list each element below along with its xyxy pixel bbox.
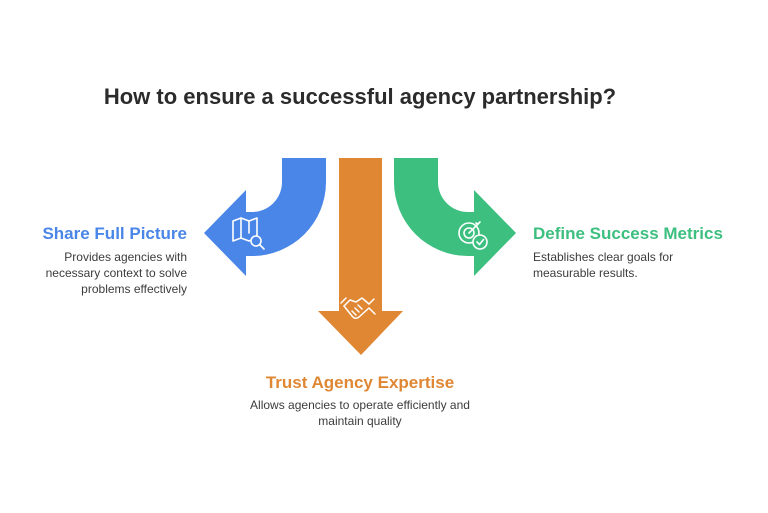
share-full-picture-heading: Share Full Picture: [42, 224, 187, 243]
arrow-down: [318, 158, 403, 355]
arrow-left: [204, 158, 326, 276]
handshake-icon: [340, 297, 376, 320]
define-success-metrics-heading: Define Success Metrics: [533, 224, 723, 243]
target-check-icon: [458, 221, 488, 250]
page-title: How to ensure a successful agency partne…: [103, 84, 617, 109]
map-search-icon: [232, 217, 265, 250]
trust-agency-expertise-description: Allows agencies to operate efficiently a…: [250, 398, 470, 428]
trust-agency-expertise-heading: Trust Agency Expertise: [265, 373, 455, 392]
arrow-right: [394, 158, 516, 276]
define-success-metrics-description: Establishes clear goals for measurable r…: [533, 250, 674, 280]
share-full-picture-description: Provides agencies with necessary context…: [45, 250, 187, 296]
